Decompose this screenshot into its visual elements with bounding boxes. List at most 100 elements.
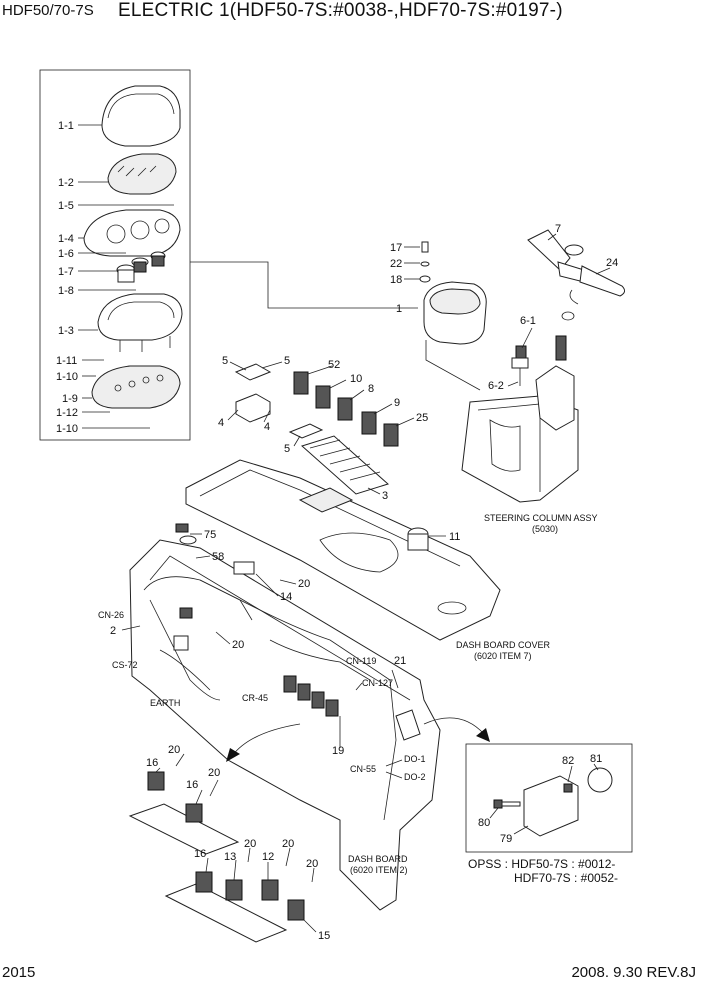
connector-cr-45: CR-45: [242, 693, 268, 703]
caption-dashcover-1: DASH BOARD COVER: [456, 640, 551, 650]
relay-bracket-upper: [128, 771, 240, 855]
callout-6-1: 6-1: [520, 315, 536, 327]
connector-cs-72: CS-72: [112, 660, 138, 670]
callout-1-6: 1-6: [58, 248, 74, 260]
label-earth: EARTH: [150, 698, 180, 708]
callout-1-2: 1-2: [58, 177, 74, 189]
callout-1-4: 1-4: [58, 233, 74, 245]
relay-block-part: [283, 675, 339, 717]
callout-20-d: 20: [208, 767, 220, 779]
callout-11: 11: [449, 531, 460, 543]
cluster-pcb-part: [91, 365, 181, 409]
callout-20-e: 20: [244, 838, 256, 850]
cluster-lens-part: [107, 153, 177, 195]
callout-58: 58: [212, 551, 224, 563]
callout-15: 15: [318, 930, 330, 942]
callout-6-2: 6-2: [488, 380, 504, 392]
opss-module-part: [493, 767, 613, 837]
callout-5-c: 5: [284, 443, 290, 455]
callout-4-a: 4: [218, 417, 224, 429]
direction-switch-part: [527, 229, 585, 283]
caption-steering-1: STEERING COLUMN ASSY: [484, 513, 598, 523]
key-switch-part: [511, 345, 529, 386]
callout-80: 80: [478, 817, 490, 829]
page-number: 2015: [2, 964, 36, 981]
callout-20-b: 20: [232, 639, 244, 651]
callout-1-9: 1-9: [62, 393, 78, 405]
callout-1-12: 1-12: [56, 407, 78, 419]
callout-5-a: 5: [222, 355, 228, 367]
connector-cn-127: CN-127: [362, 678, 393, 688]
callout-1: 1: [396, 303, 402, 315]
connector-cn-26: CN-26: [98, 610, 124, 620]
cluster-cover-part: [101, 85, 181, 147]
callout-7: 7: [555, 223, 561, 235]
cluster-housing-part: [97, 293, 183, 352]
callout-2: 2: [110, 625, 116, 637]
caption-steering-2: (5030): [532, 524, 558, 534]
callout-1-7: 1-7: [58, 266, 74, 278]
callout-8: 8: [368, 383, 374, 395]
callout-3: 3: [382, 490, 388, 502]
connector-do-1: DO-1: [404, 754, 426, 764]
opss-detail-box: [465, 743, 633, 853]
callout-21: 21: [394, 655, 406, 667]
connector-do-2: DO-2: [404, 772, 426, 782]
callout-12: 12: [262, 851, 274, 863]
gauge-parts: [116, 251, 166, 283]
callout-20-c: 20: [168, 744, 180, 756]
opss-serial-note: OPSS : HDF50-7S : #0012- HDF70-7S : #005…: [468, 857, 618, 885]
callout-4-b: 4: [264, 421, 270, 433]
callout-16-b: 16: [186, 779, 198, 791]
callout-10: 10: [350, 373, 362, 385]
callout-1-10-top: 1-10: [56, 371, 78, 383]
callout-19: 19: [332, 745, 344, 757]
cluster-detail-box: [39, 69, 191, 441]
callout-20-a: 20: [298, 578, 310, 590]
caption-dashcover-2: (6020 ITEM 7): [474, 651, 532, 661]
cluster-faceplate-part: [83, 209, 181, 257]
dash-board-part: [129, 539, 441, 911]
callout-20-g: 20: [306, 858, 318, 870]
callout-75: 75: [204, 529, 216, 541]
dash-board-cover-part: [185, 459, 501, 641]
callout-1-10-bottom: 1-10: [56, 423, 78, 435]
wire-harness: [143, 576, 397, 821]
opss-line-2: HDF70-7S : #0052-: [514, 871, 619, 885]
callout-13: 13: [224, 851, 236, 863]
caption-dashboard-2: (6020 ITEM 2): [350, 865, 408, 875]
steering-column-part: [461, 335, 579, 503]
callout-82: 82: [562, 755, 574, 767]
callout-5-b: 5: [284, 355, 290, 367]
callout-24: 24: [606, 257, 618, 269]
caption-dashboard-1: DASH BOARD: [348, 854, 408, 864]
rocker-switches-part: [293, 371, 399, 447]
callout-79: 79: [500, 833, 512, 845]
gauge-part: [407, 527, 429, 551]
callout-14: 14: [280, 591, 292, 603]
lever-switch-part: [569, 265, 626, 305]
opss-line-1: OPSS : HDF50-7S : #0012-: [468, 857, 616, 871]
connector-cn-119: CN-119: [346, 656, 376, 666]
callout-20-f: 20: [282, 838, 294, 850]
cluster-assembly-part: [419, 241, 487, 345]
model-code: HDF50/70-7S: [2, 2, 94, 19]
callout-16-a: 16: [146, 757, 158, 769]
callout-1-8: 1-8: [58, 285, 74, 297]
connector-cn-55: CN-55: [350, 764, 376, 774]
callout-1-3: 1-3: [58, 325, 74, 337]
callout-18: 18: [390, 274, 402, 286]
revision-date: 2008. 9.30 REV.8J: [571, 964, 696, 981]
switch-frames-part: [234, 363, 324, 439]
page-title: ELECTRIC 1(HDF50-7S:#0038-,HDF70-7S:#019…: [118, 0, 563, 21]
callout-1-5: 1-5: [58, 200, 74, 212]
switch-panel-part: [301, 435, 389, 495]
callout-1-11: 1-11: [56, 355, 77, 367]
callout-16-c: 16: [194, 848, 206, 860]
callout-52: 52: [328, 359, 340, 371]
callout-17: 17: [390, 242, 402, 254]
callout-81: 81: [590, 753, 602, 765]
relay-bracket-lower: [164, 871, 305, 943]
connector-parts: [173, 523, 255, 651]
